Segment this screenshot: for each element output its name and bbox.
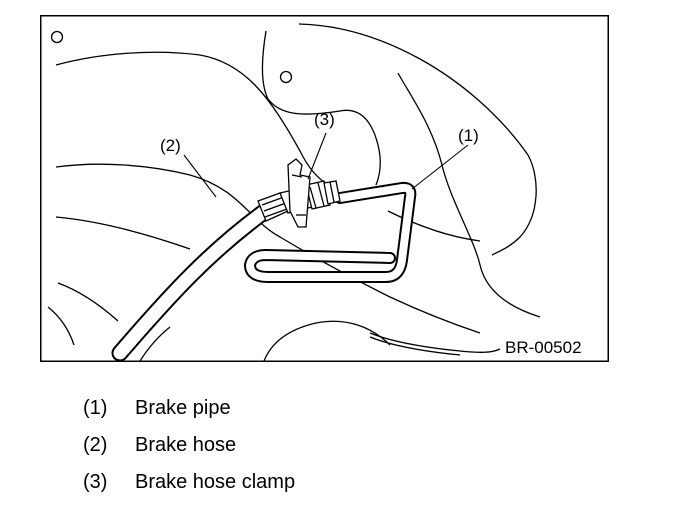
brake-hose-clamp bbox=[287, 158, 311, 228]
legend-number: (1) bbox=[83, 397, 108, 419]
callout-1: (1) bbox=[458, 126, 479, 145]
leader-line-2 bbox=[183, 154, 217, 198]
callout-3: (3) bbox=[314, 110, 335, 129]
legend-label: Brake hose clamp bbox=[135, 471, 296, 493]
leader-line-3 bbox=[307, 132, 327, 180]
legend: (1) Brake pipe (2) Brake hose (3) Brake … bbox=[83, 390, 483, 501]
vehicle-body-contours bbox=[47, 23, 541, 362]
brake-pipe bbox=[244, 181, 417, 283]
leader-lines bbox=[183, 132, 469, 198]
brake-hose-diagram: (1) (2) (3) BR-00502 bbox=[40, 15, 609, 362]
callout-2: (2) bbox=[160, 136, 181, 155]
legend-label: Brake pipe bbox=[135, 397, 231, 419]
legend-item-brake-hose-clamp: (3) Brake hose clamp bbox=[83, 464, 483, 501]
legend-number: (2) bbox=[83, 434, 108, 456]
leader-line-1 bbox=[411, 144, 469, 190]
brake-hose bbox=[111, 200, 277, 362]
legend-item-brake-hose: (2) Brake hose bbox=[83, 427, 483, 464]
figure-code: BR-00502 bbox=[505, 338, 582, 357]
legend-label: Brake hose bbox=[135, 434, 237, 456]
body-hole bbox=[279, 70, 293, 84]
legend-number: (3) bbox=[83, 471, 108, 493]
body-hole bbox=[50, 30, 64, 44]
legend-item-brake-pipe: (1) Brake pipe bbox=[83, 390, 483, 427]
